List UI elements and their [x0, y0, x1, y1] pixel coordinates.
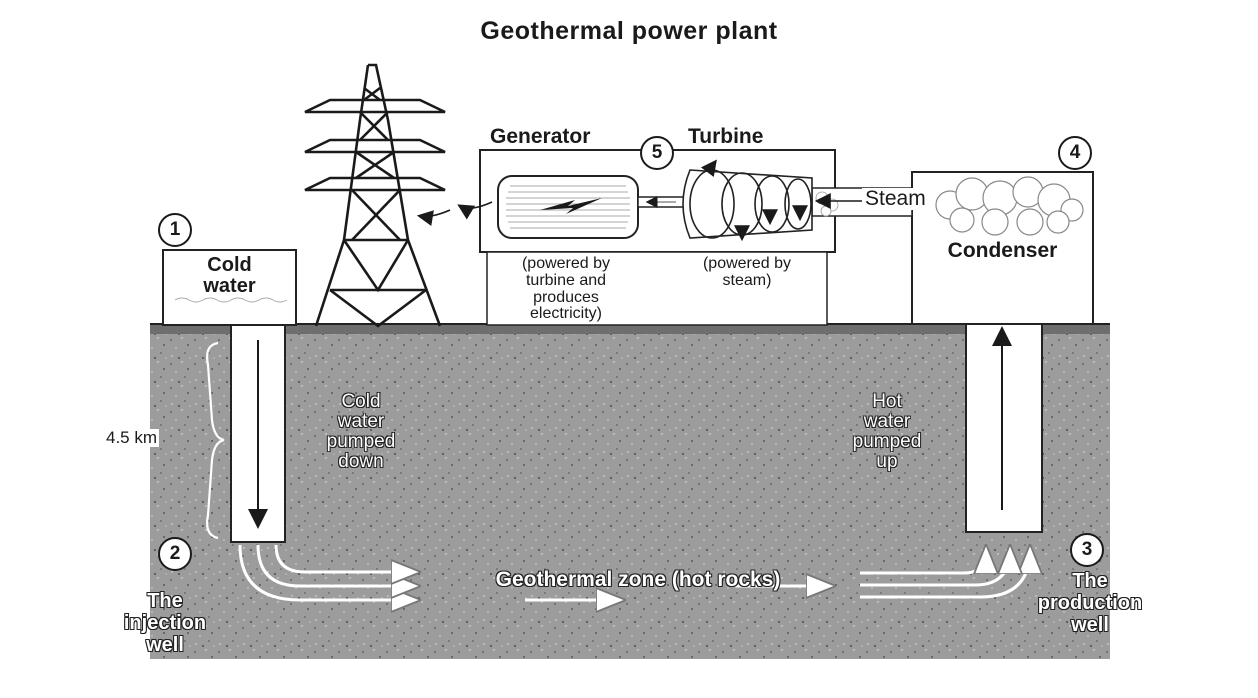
production-well-label: The production well [1015, 570, 1165, 636]
pylon-icon [304, 63, 446, 328]
condenser-label: Condenser [947, 239, 1058, 262]
injection-line: injection [123, 612, 207, 634]
production-line: well [1071, 614, 1109, 636]
step-3-badge: 3 [1070, 533, 1104, 567]
cold-pumped-line: pumped [326, 430, 396, 452]
injection-line: The [147, 590, 183, 612]
step-4-badge: 4 [1058, 136, 1092, 170]
generator-note-line: produces [533, 288, 599, 306]
production-line: The [1072, 570, 1108, 592]
cold-pumped-line: water [337, 410, 385, 432]
cold-water-label-line1: Cold [207, 254, 252, 276]
generator-note-line: (powered by [521, 255, 611, 272]
turbine-icon [682, 159, 813, 242]
cold-pumped-line: Cold [341, 391, 381, 412]
electricity-arrows [416, 201, 493, 226]
lightning-icon [540, 198, 602, 214]
steam-cloud-icon [935, 176, 1084, 236]
hot-pumped-line: water [863, 410, 911, 432]
turbine-note-line: (powered by [702, 255, 792, 272]
production-line: production [1037, 592, 1143, 614]
steam-label: Steam [862, 187, 929, 211]
generator-note-line: electricity) [529, 305, 602, 323]
ground [150, 323, 1110, 659]
step-1-badge: 1 [158, 213, 192, 247]
generator-icon [497, 175, 685, 239]
injection-well-shaft [230, 323, 286, 543]
depth-label: 4.5 km [104, 428, 160, 447]
diagram-title: Geothermal power plant [480, 17, 778, 45]
hot-pumped-line: pumped [852, 430, 922, 452]
injection-well-label: The injection well [100, 590, 230, 656]
generator-note-line: turbine and [525, 271, 607, 289]
hot-pumped-line: up [876, 450, 898, 472]
geothermal-zone-label: Geothermal zone (hot rocks) [495, 568, 781, 591]
cold-water-label-line2: water [203, 275, 256, 297]
cold-water-tank [162, 249, 297, 326]
step-5-badge: 5 [640, 136, 674, 170]
generator-note: (powered by turbine and produces electri… [487, 255, 645, 323]
cold-water-pumped-label: Cold water pumped down [296, 392, 426, 472]
hot-pumped-line: Hot [872, 391, 902, 412]
depth-brace [206, 341, 225, 540]
turbine-note-line: steam) [722, 271, 772, 289]
turbine-note: (powered by steam) [668, 255, 826, 290]
step-2-badge: 2 [158, 537, 192, 571]
turbine-label: Turbine [688, 125, 764, 148]
injection-line: well [146, 634, 184, 656]
production-well-shaft [965, 319, 1043, 533]
hot-water-pumped-label: Hot water pumped up [822, 392, 952, 472]
cold-pumped-line: down [338, 450, 384, 472]
geothermal-flow-arrows [238, 545, 1030, 600]
generator-label: Generator [490, 125, 591, 148]
